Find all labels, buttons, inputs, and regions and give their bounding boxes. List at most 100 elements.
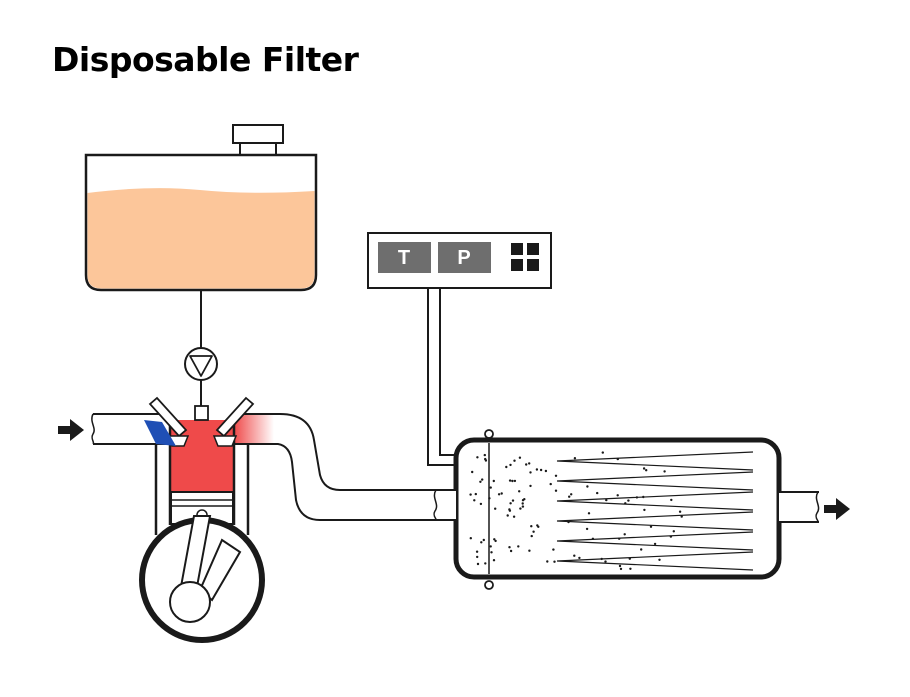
filter-bottom-port: [484, 580, 494, 590]
filter-channels: [556, 451, 754, 571]
filter-channel: [556, 531, 754, 551]
soot-particle: [554, 489, 558, 492]
soot-particle: [483, 453, 486, 457]
soot-particle: [532, 530, 535, 533]
soot-particle: [492, 559, 496, 562]
temperature-display: [378, 242, 431, 273]
engine: [139, 418, 265, 643]
soot-particle: [490, 551, 493, 554]
soot-particle: [482, 538, 485, 542]
soot-particle: [480, 541, 483, 544]
soot-particle: [475, 550, 479, 553]
soot-particle: [494, 539, 497, 543]
soot-particle: [616, 457, 619, 461]
pump-icon: [184, 347, 218, 381]
soot-particle: [628, 557, 631, 560]
soot-particle: [601, 451, 604, 454]
filter-channel: [556, 491, 754, 511]
soot-particle: [528, 462, 531, 465]
soot-particle: [488, 497, 491, 500]
soot-particle: [473, 499, 476, 502]
soot-particle: [585, 527, 589, 531]
soot-particle: [678, 510, 682, 513]
soot-particle: [618, 564, 622, 568]
soot-particle: [635, 496, 639, 499]
soot-particle: [476, 456, 479, 459]
soot-particle: [553, 560, 556, 563]
soot-particle: [554, 474, 558, 477]
soot-particle: [600, 557, 603, 561]
fuel-liquid: [87, 188, 315, 289]
soot-particle: [616, 494, 619, 497]
soot-particle: [530, 534, 533, 538]
soot-particle: [512, 515, 516, 518]
soot-particle: [474, 492, 477, 496]
soot-particle: [476, 555, 479, 559]
soot-particle: [479, 502, 483, 506]
filter-channel: [556, 551, 754, 571]
soot-particle: [570, 493, 573, 496]
soot-particle: [509, 549, 513, 553]
outlet-arrow-icon: [824, 498, 850, 520]
soot-particle: [596, 491, 599, 495]
temperature-label: T: [398, 247, 410, 269]
injection-spray: [144, 420, 176, 446]
soot-particle: [489, 545, 492, 548]
soot-particle: [670, 498, 673, 502]
soot-particle: [544, 469, 548, 473]
soot-particle: [523, 498, 526, 501]
fuel-tank: [84, 124, 318, 292]
soot-particle: [505, 465, 508, 469]
soot-particle: [471, 470, 474, 474]
soot-particle: [573, 554, 576, 557]
soot-particle: [587, 512, 591, 515]
soot-particle: [494, 507, 497, 510]
soot-particle: [680, 515, 683, 518]
tp-gauge: T P: [367, 232, 552, 289]
soot-particle: [509, 463, 512, 467]
soot-particle: [511, 479, 514, 483]
soot-particle: [536, 524, 539, 527]
soot-particle: [586, 485, 589, 488]
soot-particle: [605, 498, 608, 502]
filter-channel: [556, 451, 754, 471]
soot-particle: [519, 507, 522, 510]
soot-particle: [535, 468, 539, 471]
soot-particle: [539, 468, 543, 472]
soot-particle: [578, 556, 581, 560]
soot-particle: [658, 558, 661, 561]
particulate-filter: [453, 429, 782, 590]
filter-channel: [556, 471, 754, 491]
inlet-arrow-icon: [58, 419, 84, 441]
soot-particle: [591, 537, 595, 540]
soot-particle: [567, 520, 570, 524]
filter-channel: [556, 511, 754, 531]
soot-particle: [546, 560, 549, 563]
soot-particle: [653, 542, 657, 546]
soot-particle: [506, 514, 509, 517]
soot-particle: [549, 482, 552, 486]
soot-particle: [643, 508, 646, 512]
soot-particle: [518, 490, 521, 493]
soot-particle: [484, 457, 487, 461]
soot-particle: [476, 562, 480, 566]
soot-particle: [672, 530, 675, 533]
pressure-label: P: [457, 247, 470, 269]
soot-particle: [623, 533, 626, 536]
soot-particle: [604, 560, 607, 563]
filter-outlet-stub: [779, 491, 820, 523]
soot-particle: [624, 502, 627, 505]
injector-nozzle: [194, 405, 209, 421]
soot-particle: [469, 493, 472, 496]
soot-particle: [642, 495, 645, 499]
soot-particle: [497, 493, 501, 496]
soot-particle: [663, 470, 666, 473]
slide-title: Disposable Filter: [52, 40, 359, 79]
soot-particle: [513, 459, 516, 462]
soot-particle: [619, 567, 623, 571]
soot-particle: [492, 479, 495, 483]
pressure-display: [438, 242, 491, 273]
soot-particle: [469, 537, 472, 540]
soot-particle: [484, 562, 487, 565]
